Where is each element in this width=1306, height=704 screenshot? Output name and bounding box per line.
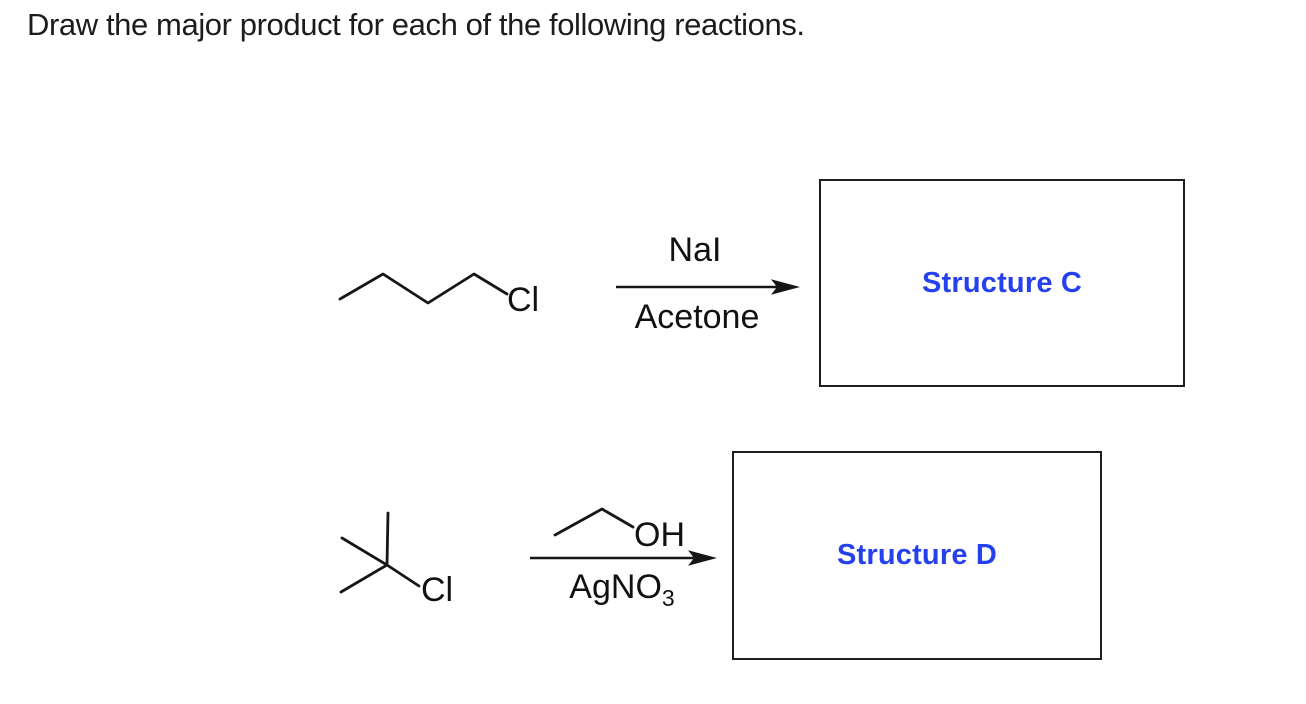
structure-c-label: Structure C bbox=[921, 266, 1083, 299]
ethanol-structure-icon bbox=[553, 507, 635, 537]
reaction1-solvent-below-arrow: Acetone bbox=[634, 298, 760, 336]
question-title: Draw the major product for each of the f… bbox=[27, 7, 805, 42]
reaction2-hydroxyl-label: OH bbox=[634, 516, 685, 554]
structure-d-label: Structure D bbox=[836, 539, 998, 571]
butyl-chloride-structure-icon bbox=[338, 272, 509, 305]
reaction2-arrow-icon bbox=[530, 550, 717, 566]
reaction1-arrow-icon bbox=[616, 279, 800, 295]
structure-c-answer-box[interactable]: Structure C bbox=[819, 179, 1185, 387]
reaction1-chlorine-atom-label: Cl bbox=[507, 281, 540, 319]
reaction2-reagent-below-arrow: AgNO3 bbox=[569, 568, 674, 610]
structure-d-answer-box[interactable]: Structure D bbox=[732, 451, 1102, 660]
reaction2-reagent-subscript: 3 bbox=[661, 585, 675, 611]
tert-butyl-chloride-structure-icon bbox=[339, 511, 421, 594]
reaction1-reagent-above-arrow: NaI bbox=[668, 231, 722, 269]
reaction2-reagent-main: AgNO bbox=[569, 568, 662, 606]
reaction2-chlorine-atom-label: Cl bbox=[421, 571, 454, 609]
